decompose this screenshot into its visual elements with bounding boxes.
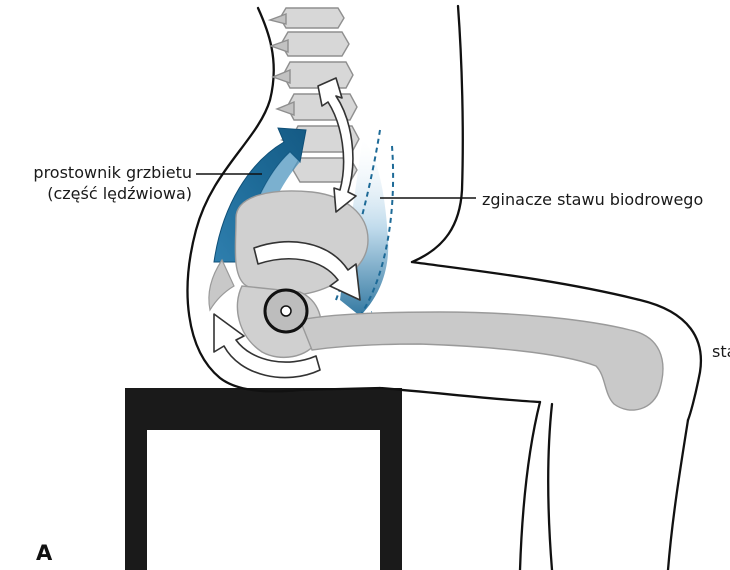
stool-seat [125, 388, 402, 430]
hip-joint-center [281, 306, 291, 316]
hip-flexors-label: zginacze stawu biodrowego [482, 189, 703, 210]
panel-letter: A [36, 541, 52, 565]
cut-off-label: sta [712, 341, 730, 362]
sacrum [209, 260, 234, 310]
belly-contour [412, 6, 463, 262]
vertebra [280, 8, 344, 28]
spinous-process [277, 102, 294, 115]
shin-back-inner [548, 404, 552, 570]
shin-front [668, 420, 688, 570]
spinous-process [271, 40, 288, 52]
vertebra [283, 62, 353, 88]
shin-back-outer [520, 402, 540, 570]
erector-spinae-label: prostownik grzbietu (część lędźwiowa) [6, 162, 192, 204]
erector-spinae-label-line2: (część lędźwiowa) [6, 183, 192, 204]
stool [125, 388, 402, 570]
thigh-bottom-contour [380, 388, 540, 402]
stool-leg-left [125, 410, 147, 570]
erector-spinae-label-line1: prostownik grzbietu [6, 162, 192, 183]
spinous-process [270, 14, 286, 24]
vertebra [281, 32, 349, 56]
stool-leg-right [380, 410, 402, 570]
spinous-process [273, 70, 290, 83]
